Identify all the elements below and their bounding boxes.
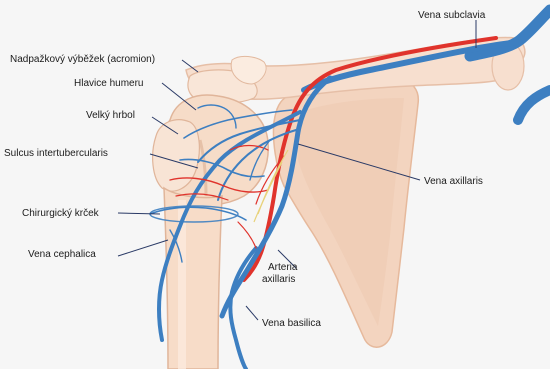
humerus-shaft [164, 188, 222, 369]
label-vena-basilica: Vena basilica [262, 318, 321, 329]
label-vena-axillaris: Vena axillaris [424, 176, 483, 187]
label-chirurgicky-krcek: Chirurgický krček [22, 208, 99, 219]
label-vena-cephalica: Vena cephalica [28, 249, 96, 260]
label-sulcus-intertubercularis: Sulcus intertubercularis [4, 148, 108, 159]
label-arteria-axillaris-line1: Arteria [268, 262, 297, 273]
label-hlavice-humeru: Hlavice humeru [74, 78, 143, 89]
label-acromion: Nadpažkový výběžek (acromion) [10, 54, 155, 65]
label-vena-subclavia: Vena subclavia [418, 10, 485, 21]
label-arteria-axillaris-line2: axillaris [262, 274, 295, 285]
label-velky-hrbol: Velký hrbol [86, 110, 135, 121]
